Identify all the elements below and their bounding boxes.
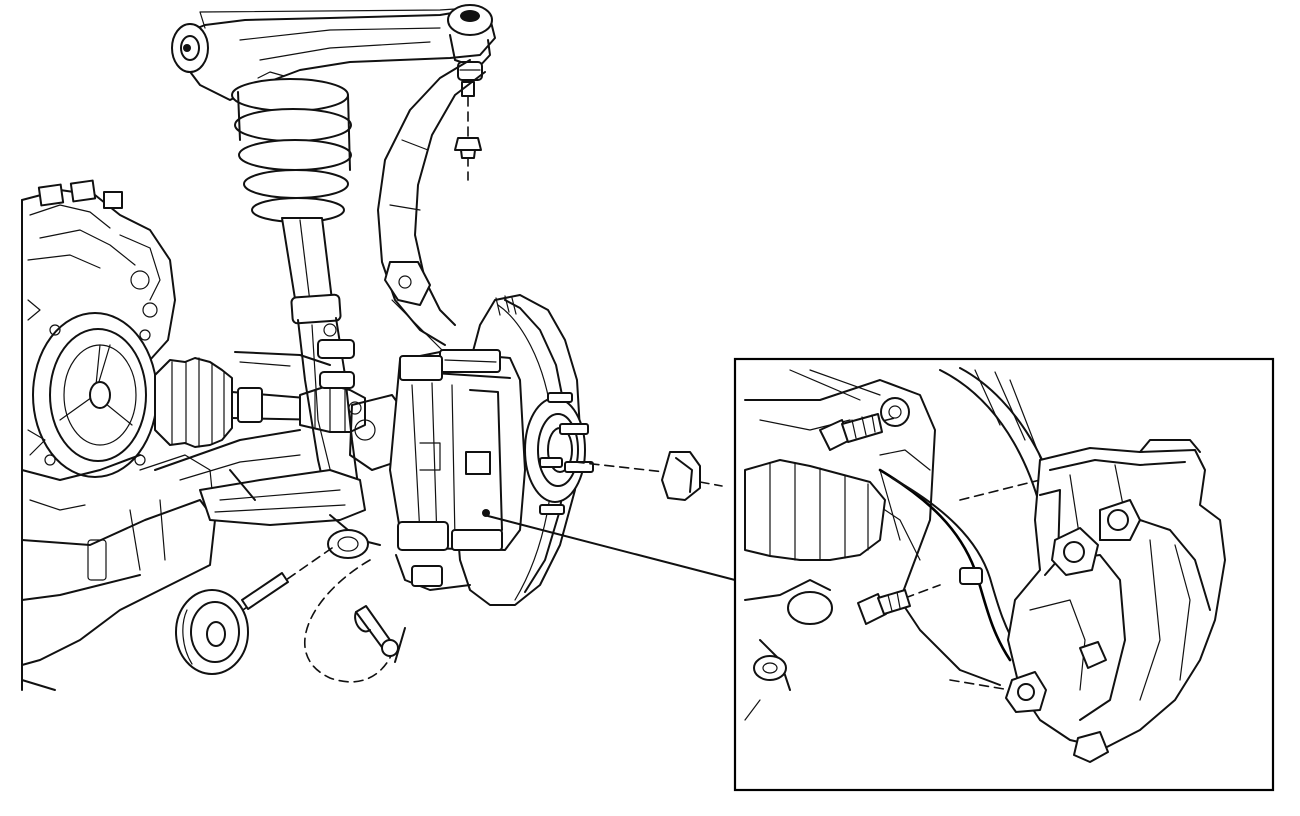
subframe bbox=[21, 429, 301, 691]
inner-axle-boot bbox=[154, 357, 233, 448]
upper-ball-joint-nut bbox=[454, 81, 482, 181]
brake-caliper bbox=[389, 349, 526, 591]
brake-caliper bbox=[1005, 439, 1226, 763]
steering-knuckle bbox=[348, 59, 486, 471]
retaining-clip bbox=[303, 559, 406, 683]
axle-shaft bbox=[154, 351, 366, 448]
hub-nut bbox=[574, 451, 723, 501]
strut bbox=[281, 217, 361, 521]
stabilizer-link bbox=[175, 547, 333, 675]
upper-control-arm bbox=[171, 4, 496, 101]
callout-leader-line bbox=[487, 515, 736, 581]
caliper-bolt bbox=[819, 413, 896, 451]
lower-control-arm bbox=[199, 469, 381, 559]
detail-inset bbox=[733, 357, 1275, 792]
wheel-stud bbox=[539, 392, 594, 515]
wheel-hub bbox=[524, 392, 594, 515]
coil-spring bbox=[231, 78, 352, 223]
caliper-bolt bbox=[857, 584, 941, 625]
differential-housing bbox=[21, 179, 176, 691]
